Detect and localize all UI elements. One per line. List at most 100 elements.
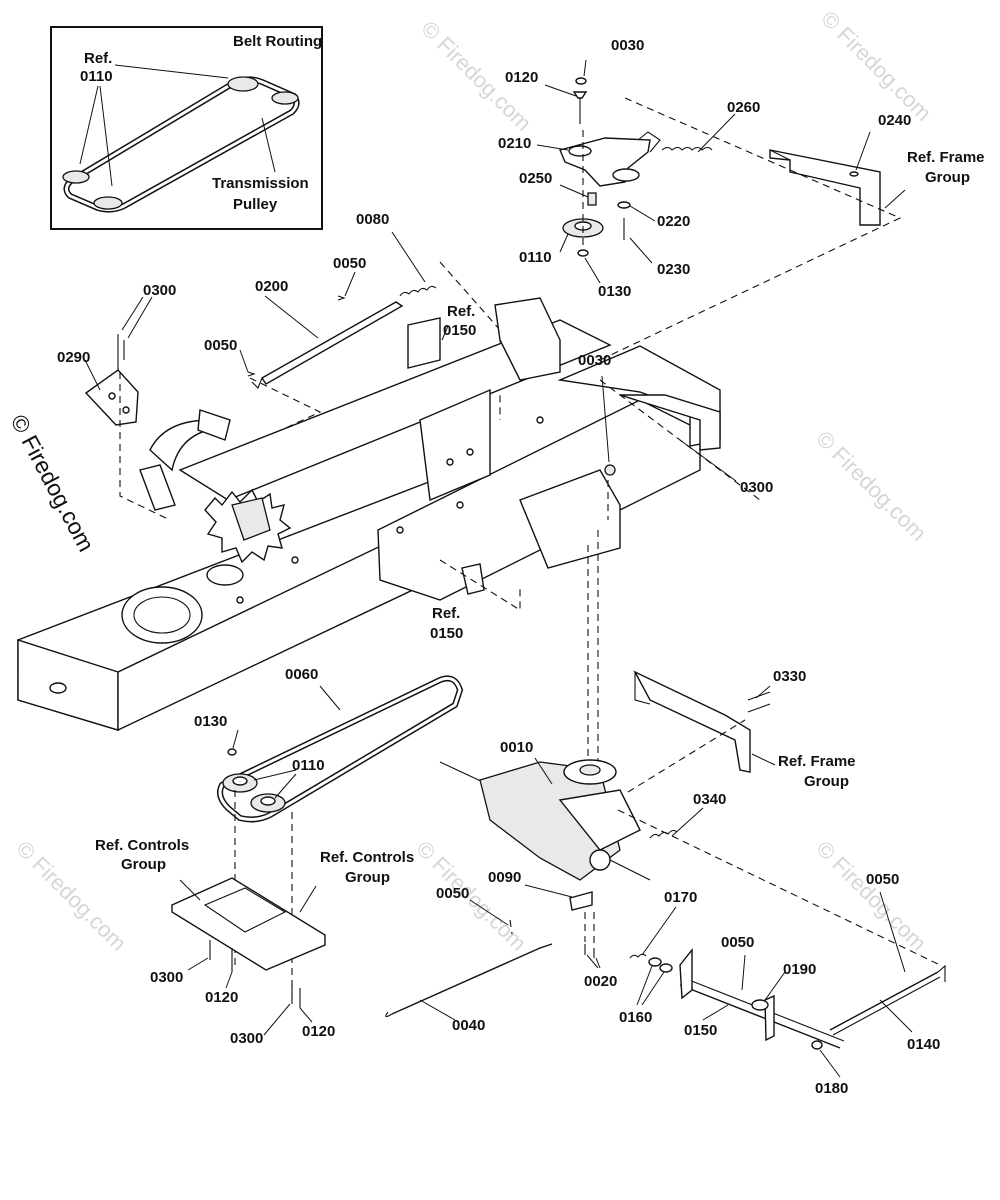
callout-0300: 0300 (740, 479, 773, 496)
side-plate (419, 388, 491, 502)
leader (679, 439, 737, 482)
callout-0220: 0220 (657, 213, 690, 230)
callout-0300: 0300 (143, 282, 176, 299)
rear-end-cap (619, 394, 721, 451)
leader (391, 231, 426, 283)
inset-title: Belt Routing (233, 33, 322, 50)
callout-0120: 0120 (505, 69, 538, 86)
inset-ref-part: 0110 (80, 68, 113, 85)
tractor-frame (17, 297, 761, 768)
controls-bracket (171, 877, 326, 971)
assembly-line (509, 919, 513, 935)
watermark-tile: © Firedog.com (811, 426, 931, 546)
cotter-pin (247, 371, 256, 377)
inset-leader (114, 64, 229, 79)
leader (584, 257, 601, 284)
callout-0130: 0130 (194, 713, 227, 730)
leader (855, 131, 871, 171)
drive-belt-assembly (217, 675, 464, 1000)
callout-0050: 0050 (721, 934, 754, 951)
leader (419, 999, 456, 1021)
rod-hook (251, 377, 263, 389)
leader-lines (84, 59, 913, 1078)
inset-pulley-label-2: Pulley (233, 196, 278, 213)
watermark-tile: © Firedog.com (411, 836, 531, 956)
hydro-unit (558, 789, 641, 851)
inset-pulley-idler-2 (62, 170, 90, 184)
leader (629, 205, 656, 222)
leader (583, 59, 587, 77)
leader (641, 906, 677, 956)
washer-0160 (659, 963, 673, 973)
leader (319, 685, 341, 711)
flange-nut (227, 748, 237, 756)
frame-bolt (396, 526, 404, 534)
callout-0080: 0080 (356, 211, 389, 228)
bracket-hole (568, 145, 592, 157)
transmission-assembly (439, 759, 941, 966)
assembly-line (599, 97, 902, 361)
leader (884, 189, 906, 209)
leader (84, 359, 101, 391)
callout-0140: 0140 (907, 1036, 940, 1053)
ref-frame-bracket-mid (627, 670, 771, 793)
leader (469, 899, 509, 926)
callout-0330: 0330 (773, 668, 806, 685)
leader (702, 1004, 729, 1021)
callout-ref-controls-group: Ref. Controls (95, 837, 189, 854)
assembly-line (119, 372, 171, 521)
shaft-washer (751, 999, 769, 1011)
watermark-side: © Firedog.com (6, 410, 100, 556)
leader (274, 773, 297, 799)
bracket-hole (108, 392, 116, 400)
deck-opening (121, 586, 203, 644)
leader (536, 144, 569, 151)
callout-ref-0150: Ref. (432, 605, 460, 622)
control-rod (261, 301, 404, 385)
belt-routing-inset: Belt Routing Ref. 0110 Transmission Pull… (50, 26, 323, 230)
callout-0200: 0200 (255, 278, 288, 295)
rod-hook (385, 1011, 393, 1018)
shaft-0150 (679, 984, 841, 1049)
inset-pulley-label-1: Transmission (212, 175, 309, 192)
leader (264, 295, 319, 339)
callout-0120: 0120 (302, 1023, 335, 1040)
callout-0050: 0050 (333, 255, 366, 272)
callout-0030: 0030 (611, 37, 644, 54)
frame-stud (49, 682, 67, 694)
leader (697, 113, 736, 153)
callout-0050: 0050 (866, 871, 899, 888)
leader (524, 884, 573, 898)
callout-0290: 0290 (57, 349, 90, 366)
leader (764, 971, 786, 1001)
leader (263, 1003, 291, 1036)
leader (641, 971, 665, 1006)
idler-bracket-assembly (559, 77, 713, 257)
leader (879, 891, 906, 973)
frame-bracket (633, 670, 751, 773)
leader (595, 957, 601, 969)
callout-ref-frame-group: Ref. Frame (907, 149, 985, 166)
assembly-line (439, 559, 521, 611)
leader (441, 325, 449, 341)
callout-0130: 0130 (598, 283, 631, 300)
assembly-line (627, 719, 746, 793)
callout-0120: 0120 (205, 989, 238, 1006)
ref-frame-bracket-top (599, 97, 902, 361)
callout-0180: 0180 (815, 1080, 848, 1097)
spacer (587, 192, 597, 206)
bracket-tab (637, 131, 661, 153)
bolt-head (572, 91, 588, 99)
callout-ref-controls-group: Group (345, 869, 390, 886)
leader (629, 237, 653, 264)
leader (559, 233, 569, 253)
rod-end (937, 964, 946, 982)
bracket-0090 (569, 891, 593, 911)
lock-nut (575, 77, 587, 85)
ref-0150-bracket (461, 563, 485, 595)
frame-bolt (536, 416, 544, 424)
washer (617, 201, 631, 209)
shaft-arm (679, 948, 693, 1000)
leader (232, 729, 239, 749)
